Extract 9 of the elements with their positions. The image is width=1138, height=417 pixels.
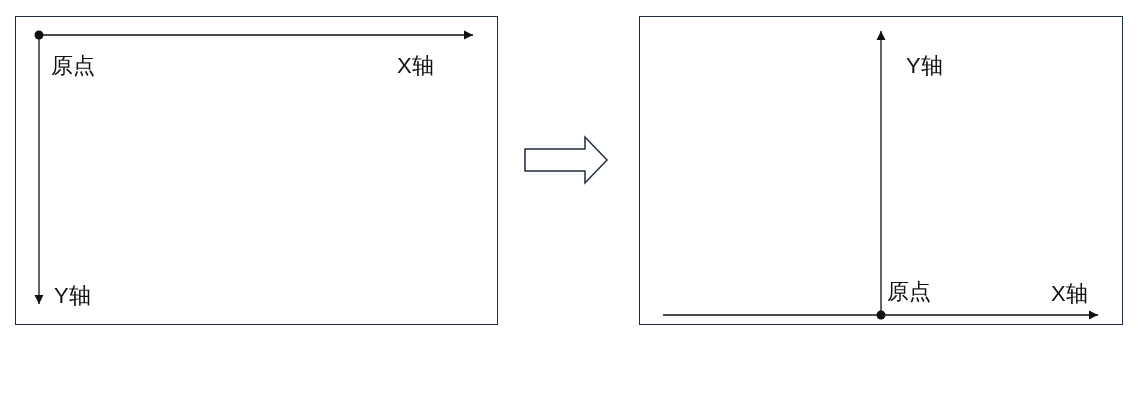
origin-label: 原点: [51, 55, 95, 77]
axis-label: X轴: [397, 55, 434, 77]
axis-label: Y轴: [54, 285, 91, 307]
origin-label: 原点: [887, 281, 931, 303]
axis-label: Y轴: [906, 55, 943, 77]
axis-label: X轴: [1051, 283, 1088, 305]
panel-box: [639, 16, 1123, 325]
block-arrow: [524, 135, 609, 185]
panel-box: [15, 16, 498, 325]
